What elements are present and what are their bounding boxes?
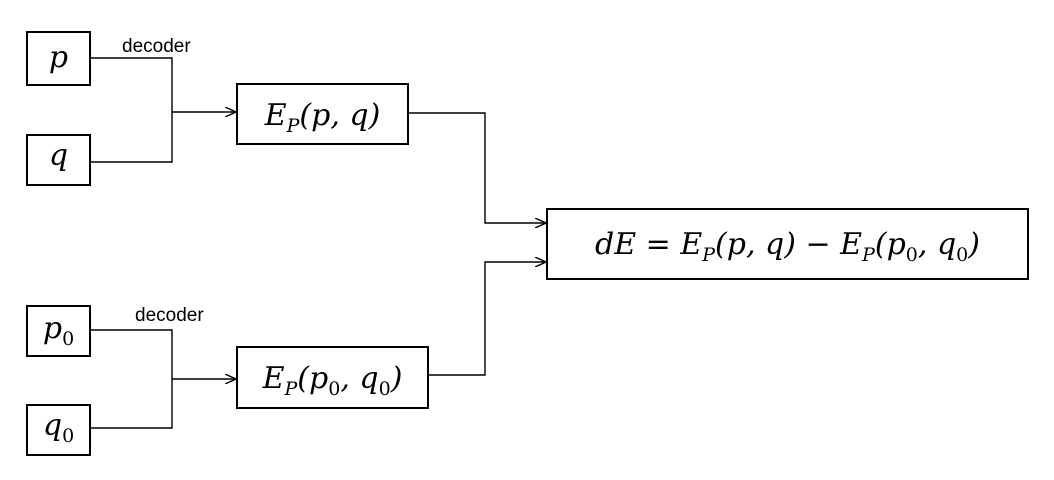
de-sub-P1: P bbox=[701, 244, 716, 266]
ep-bottom-close: ) bbox=[390, 361, 403, 396]
de-open2: (p bbox=[875, 227, 906, 262]
input-label-p0: p0 bbox=[43, 311, 74, 350]
input-box-p: p bbox=[26, 31, 91, 86]
input-label-p: p bbox=[49, 40, 68, 75]
de-close2: ) bbox=[967, 227, 980, 262]
de-lhs: dE = bbox=[595, 227, 680, 262]
ep-bottom-label: EP(p0, q0) bbox=[262, 361, 403, 400]
de-args1: (p, q) − bbox=[715, 227, 840, 262]
input-p0-sub: 0 bbox=[62, 328, 74, 350]
ep-bottom-sub-0b: 0 bbox=[379, 378, 391, 400]
input-q0-sub: 0 bbox=[62, 425, 74, 447]
input-box-q: q bbox=[26, 134, 91, 186]
ep-bottom-comma: , q bbox=[340, 361, 378, 396]
input-q0-base: q bbox=[43, 408, 62, 443]
top-input-bracket bbox=[90, 57, 173, 163]
ep-top-sub-P: P bbox=[286, 115, 301, 137]
de-sub-0a: 0 bbox=[906, 244, 918, 266]
top-decoder-connector bbox=[90, 57, 236, 163]
input-label-q: q bbox=[49, 138, 68, 173]
de-comma2: , q bbox=[918, 227, 956, 262]
ep-top-E: E bbox=[264, 98, 287, 133]
input-box-q0: q0 bbox=[26, 404, 91, 456]
de-E2: E bbox=[839, 227, 862, 262]
de-sub-0b: 0 bbox=[956, 244, 968, 266]
bottom-decoder-connector bbox=[90, 329, 236, 429]
ep-top-label: EP(p, q) bbox=[264, 98, 381, 137]
input-p0-base: p bbox=[43, 311, 62, 346]
de-E1: E bbox=[679, 227, 702, 262]
ep-bottom-E: E bbox=[262, 361, 285, 396]
ep-top-box: EP(p, q) bbox=[236, 83, 409, 145]
arrow-ep-bottom-to-de bbox=[428, 262, 546, 376]
bottom-input-bracket bbox=[90, 329, 173, 429]
de-equation: dE = EP(p, q) − EP(p0, q0) bbox=[595, 227, 980, 266]
merge-connector bbox=[409, 112, 546, 376]
ep-bottom-sub-P: P bbox=[284, 378, 299, 400]
input-box-p0: p0 bbox=[26, 305, 91, 357]
ep-bottom-sub-0a: 0 bbox=[328, 378, 340, 400]
decoder-label-top: decoder bbox=[122, 36, 191, 57]
ep-bottom-open: (p bbox=[297, 361, 328, 396]
de-box: dE = EP(p, q) − EP(p0, q0) bbox=[546, 208, 1029, 280]
input-label-q0: q0 bbox=[43, 408, 74, 447]
decoder-label-bottom: decoder bbox=[135, 305, 204, 326]
arrow-ep-top-to-de bbox=[409, 112, 546, 223]
ep-bottom-box: EP(p0, q0) bbox=[236, 346, 429, 409]
de-sub-P2: P bbox=[861, 244, 876, 266]
ep-top-args: (p, q) bbox=[299, 98, 380, 133]
